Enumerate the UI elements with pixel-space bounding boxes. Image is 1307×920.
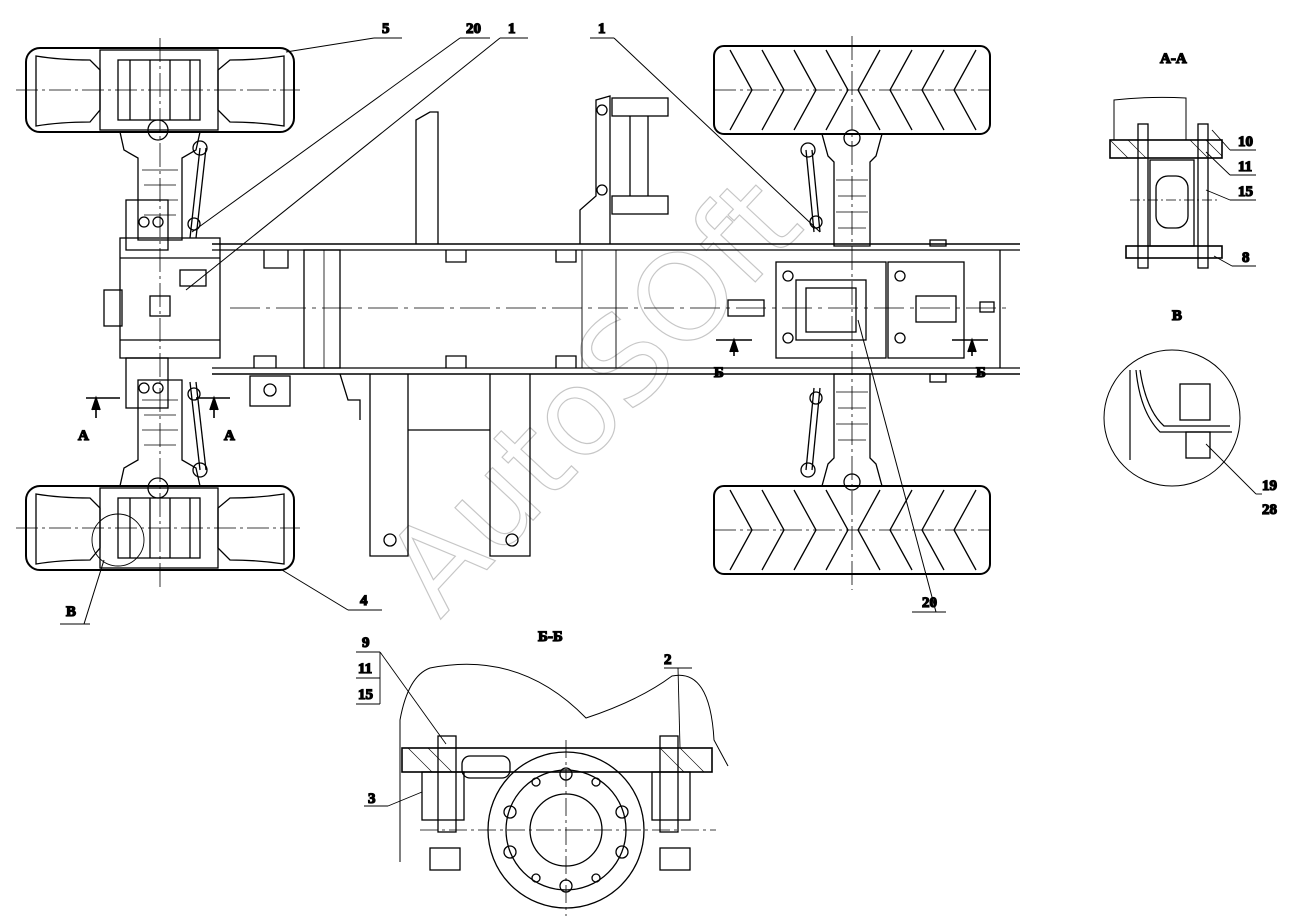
section-title-a-a: А-А [1160, 51, 1187, 67]
callout-1-right: 1 [598, 21, 606, 37]
callout-bb-15: 15 [358, 687, 373, 703]
watermark-text: AutoSOft [360, 153, 828, 640]
callout-4: 4 [360, 593, 368, 609]
callout-v-19: 19 [1262, 478, 1277, 494]
main-frame [212, 95, 1020, 557]
section-mark-a-left: А [78, 428, 89, 444]
callout-aa-11: 11 [1238, 159, 1252, 175]
callout-bb-11: 11 [358, 661, 372, 677]
callout-aa-8: 8 [1242, 250, 1250, 266]
section-title-b-b: Б-Б [538, 629, 563, 645]
section-markers [86, 337, 988, 418]
callout-bb-9: 9 [362, 635, 370, 651]
section-mark-v: В [66, 604, 76, 620]
callout-aa-15: 15 [1238, 184, 1253, 200]
callout-bb-3: 3 [368, 791, 376, 807]
section-mark-b-left: Б [714, 365, 724, 381]
section-mark-b-right: Б [976, 365, 986, 381]
callout-1-left: 1 [508, 21, 516, 37]
callout-20-top: 20 [466, 21, 481, 37]
right-axle-assembly [713, 36, 1001, 590]
callout-5: 5 [382, 21, 390, 37]
callout-20-bottom: 20 [922, 595, 937, 611]
leader-lines [60, 37, 946, 625]
callout-bb-2: 2 [664, 652, 672, 668]
callout-aa-10: 10 [1238, 134, 1253, 150]
section-title-v: В [1172, 308, 1182, 324]
section-b-b-view [356, 651, 729, 916]
section-mark-a-right: А [224, 428, 235, 444]
section-a-a-view [1109, 96, 1256, 269]
callout-v-28: 28 [1262, 502, 1277, 518]
left-axle-assembly [16, 38, 300, 590]
section-v-detail [1103, 349, 1262, 495]
